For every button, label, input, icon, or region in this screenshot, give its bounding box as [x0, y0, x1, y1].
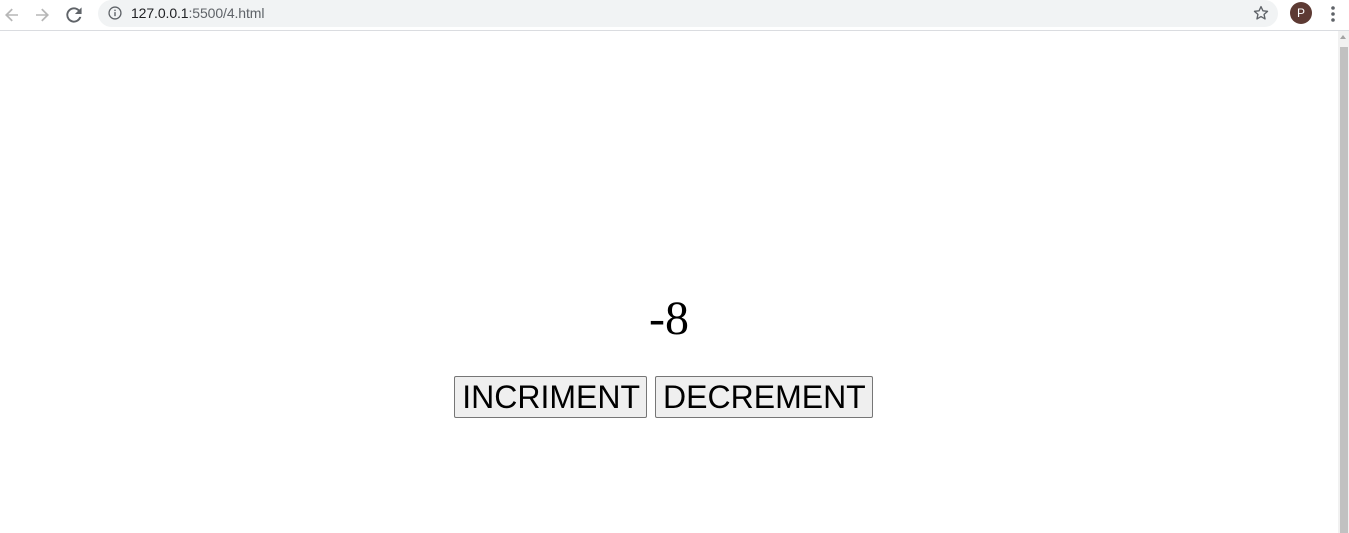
increment-button[interactable]: INCRIMENT [454, 376, 648, 418]
decrement-button[interactable]: DECREMENT [655, 376, 873, 418]
url-host: 127.0.0.1 [131, 5, 189, 21]
reload-button[interactable] [62, 3, 86, 27]
scroll-thumb[interactable] [1340, 47, 1348, 533]
counter-container: -8 [0, 292, 1338, 346]
reload-icon [66, 7, 82, 23]
address-bar[interactable]: 127.0.0.1:5500/4.html [98, 0, 1278, 27]
url-path: :5500/4.html [188, 5, 265, 21]
scroll-up-arrow-icon[interactable] [1340, 35, 1346, 39]
forward-button[interactable] [30, 3, 54, 27]
page-viewport [0, 31, 1338, 533]
url-text[interactable]: 127.0.0.1:5500/4.html [131, 5, 264, 21]
info-icon[interactable] [108, 6, 122, 20]
star-icon[interactable] [1252, 4, 1270, 22]
arrow-right-icon [36, 8, 49, 22]
browser-toolbar: 127.0.0.1:5500/4.html P [0, 0, 1349, 31]
back-button[interactable] [0, 3, 24, 27]
arrow-left-icon [5, 8, 18, 22]
vertical-scrollbar[interactable] [1338, 31, 1349, 533]
counter-value: -8 [649, 292, 689, 345]
kebab-menu-icon[interactable] [1323, 3, 1343, 25]
profile-avatar[interactable]: P [1290, 2, 1312, 24]
